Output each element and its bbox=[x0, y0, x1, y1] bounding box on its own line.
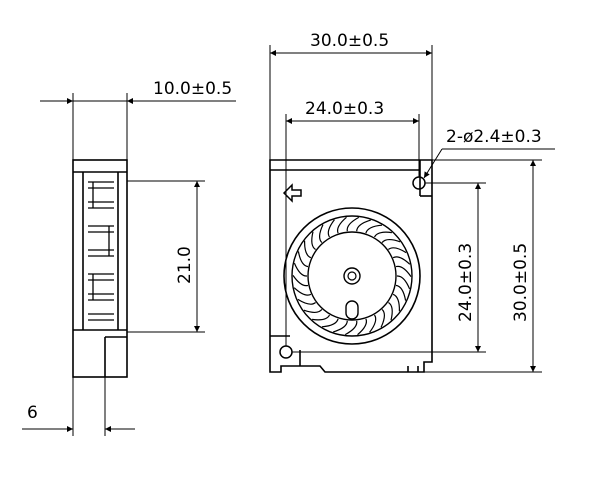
impeller-blade bbox=[388, 301, 393, 321]
impeller-blade bbox=[303, 308, 323, 313]
impeller-blade bbox=[303, 240, 312, 259]
impeller-blade bbox=[392, 256, 411, 265]
impeller-blade bbox=[297, 298, 316, 305]
impeller-blade bbox=[337, 216, 347, 234]
impeller-blade bbox=[344, 320, 358, 336]
impeller-blade bbox=[346, 216, 360, 232]
impeller-blade bbox=[381, 239, 401, 244]
holes-callout: 2-ø2.4±0.3 bbox=[423, 127, 555, 179]
hole-spacing-horizontal-dimension: 24.0±0.3 bbox=[285, 99, 420, 346]
impeller-blade bbox=[356, 219, 371, 232]
impeller-blade bbox=[293, 262, 308, 277]
impeller-blade bbox=[312, 314, 331, 321]
holes-callout-label: 2-ø2.4±0.3 bbox=[446, 127, 542, 147]
side-view-blades bbox=[88, 181, 114, 321]
impeller-blade bbox=[311, 231, 316, 251]
overall-width-label: 30.0±0.5 bbox=[310, 31, 389, 51]
hole-spacing-horizontal-label: 24.0±0.3 bbox=[305, 99, 384, 119]
impeller-blade bbox=[333, 320, 348, 333]
overall-width-dimension: 30.0±0.5 bbox=[269, 31, 433, 160]
impeller-blade bbox=[369, 314, 377, 333]
overall-height-dimension: 30.0±0.5 bbox=[424, 159, 542, 373]
thickness-label: 10.0±0.5 bbox=[153, 79, 232, 99]
impeller-blade bbox=[373, 231, 392, 238]
height-dimension: 21.0 bbox=[127, 180, 205, 333]
motor-slot bbox=[345, 300, 359, 320]
impeller-blade bbox=[357, 318, 367, 336]
impeller-blades bbox=[292, 216, 412, 336]
side-view-body bbox=[72, 159, 128, 378]
impeller-blade bbox=[297, 251, 309, 268]
impeller-blade bbox=[319, 224, 324, 244]
impeller-blade bbox=[380, 308, 385, 328]
impeller-blade bbox=[292, 275, 309, 287]
impeller-blade bbox=[388, 247, 407, 254]
impeller-blade bbox=[321, 318, 339, 328]
impeller-blade bbox=[293, 287, 312, 296]
impeller bbox=[283, 207, 421, 345]
side-view: 10.0±0.5 21.0 6 bbox=[22, 79, 236, 436]
outlet-width-dimension: 6 bbox=[22, 377, 135, 436]
front-view: 30.0±0.5 24.0±0.3 2-ø2.4±0.3 24.0±0.3 bbox=[269, 31, 555, 373]
impeller-blade bbox=[365, 224, 383, 234]
impeller-blade bbox=[396, 275, 411, 290]
thickness-dimension: 10.0±0.5 bbox=[40, 79, 236, 160]
mounting-hole-top-right bbox=[412, 176, 426, 190]
impeller-hub bbox=[343, 267, 361, 285]
height-label: 21.0 bbox=[175, 246, 195, 284]
mounting-hole-bottom-left bbox=[279, 345, 293, 359]
overall-height-label: 30.0±0.5 bbox=[511, 243, 531, 322]
hole-spacing-vertical-label: 24.0±0.3 bbox=[456, 243, 476, 322]
impeller-blade bbox=[392, 293, 401, 312]
hole-spacing-vertical-dimension: 24.0±0.3 bbox=[292, 182, 486, 353]
rotation-arrow-icon bbox=[282, 183, 302, 203]
impeller-blade bbox=[327, 219, 335, 238]
front-view-housing bbox=[269, 159, 433, 373]
impeller-blade bbox=[395, 284, 407, 301]
impeller-blade bbox=[395, 265, 412, 277]
outlet-width-label: 6 bbox=[27, 403, 38, 423]
